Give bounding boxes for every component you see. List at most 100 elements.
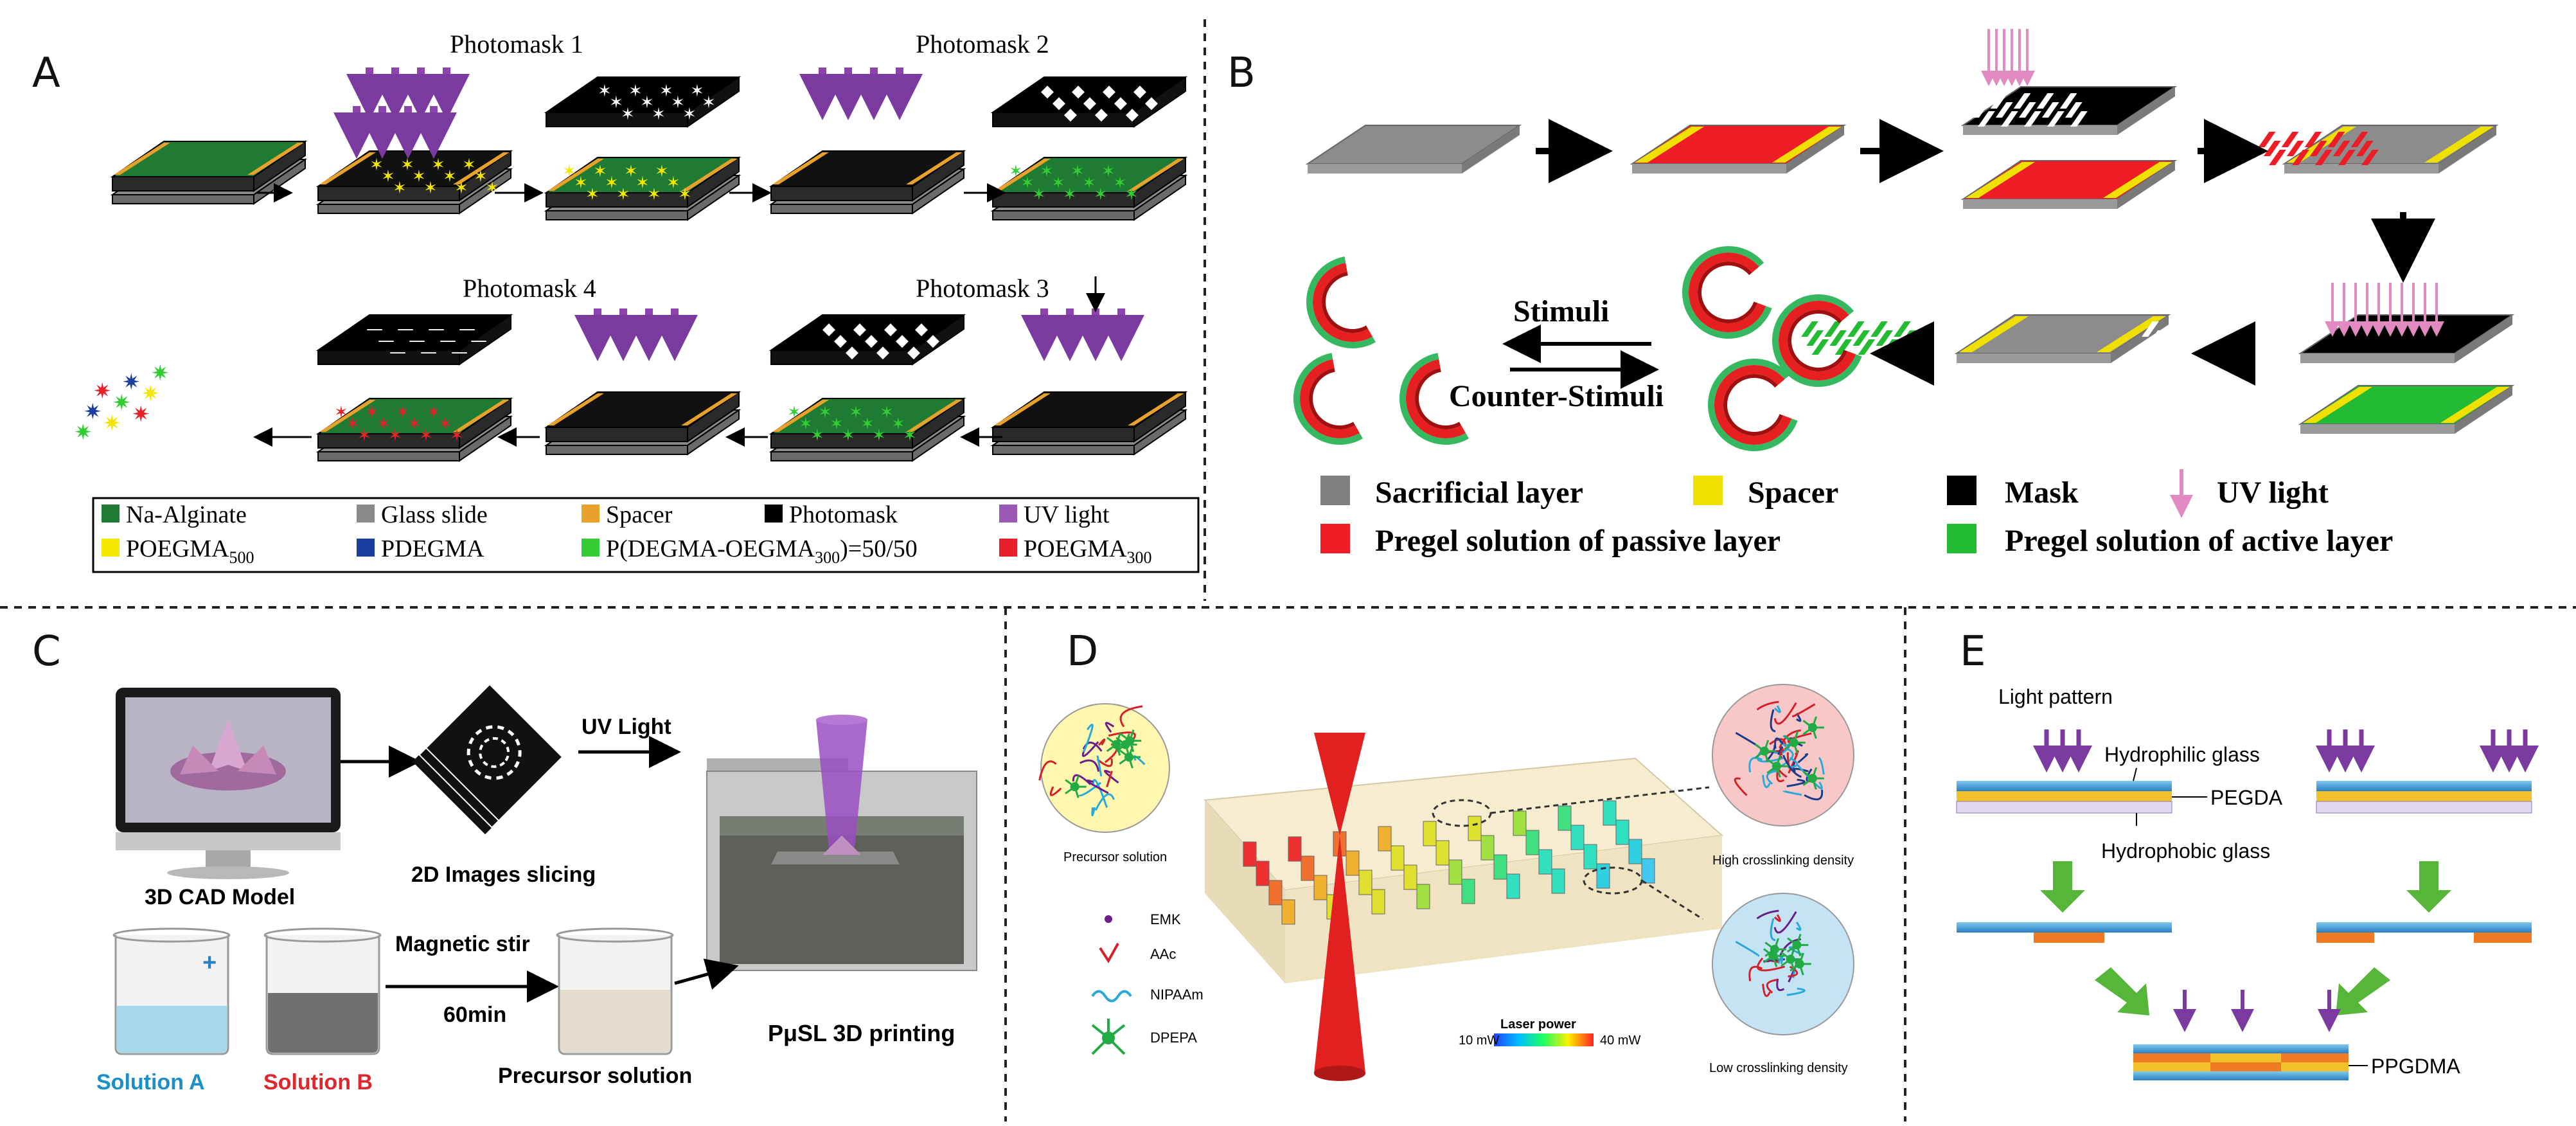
curl-open-1 [1306, 256, 1376, 348]
dpepa-symbol [1091, 1019, 1126, 1055]
svg-text:✶: ✶ [574, 174, 588, 193]
glass-stack-left [1956, 781, 2172, 814]
svg-text:✶: ✶ [412, 167, 426, 186]
svg-text:✶: ✶ [702, 93, 716, 112]
svg-text:✶: ✶ [381, 167, 395, 186]
photomask-3-label: Photomask 3 [916, 274, 1049, 303]
svg-text:✶: ✶ [400, 156, 414, 175]
svg-text:✶: ✶ [388, 426, 402, 445]
slide-a1-gel [110, 140, 308, 192]
svg-text:✷: ✷ [112, 390, 131, 416]
legend-uv-light-b: UV light [2217, 476, 2329, 510]
svg-text:✶: ✶ [616, 185, 630, 204]
svg-text:◆: ◆ [907, 343, 920, 362]
b-passive-exposure [1960, 160, 2178, 209]
panel-b: B Stimuli Counter-Stimuli Sacrificial la… [1227, 29, 2515, 558]
printer-icon [706, 715, 977, 971]
svg-text:✶: ✶ [1082, 174, 1096, 193]
final-light-arrows [2173, 990, 2341, 1032]
hydrogel-pillar [1628, 839, 1642, 864]
hydrogel-pillar [1403, 864, 1417, 890]
light-pattern-label: Light pattern [1998, 685, 2113, 708]
svg-text:✶: ✶ [818, 403, 832, 422]
svg-text:—: — [451, 343, 468, 362]
svg-text:◆: ◆ [1041, 82, 1054, 101]
hydrophobic-glass-label: Hydrophobic glass [2101, 839, 2270, 862]
panel-a-slides: ✶✶✶✶✶✶✶✶✶✶✶✶✶✶✶✶✶✶✶✶✶✶✶✶✶✶✶✶✶✶✶✶✶✶✶✶◆◆◆◆… [110, 67, 1188, 462]
svg-text:✶: ✶ [443, 167, 457, 186]
b-mask-1 [1960, 86, 2178, 135]
panel-a-arrows [253, 183, 1105, 447]
svg-text:✷: ✷ [74, 420, 93, 445]
precursor-circle [1038, 703, 1170, 833]
hydrogel-pillar [1513, 810, 1527, 836]
legend-aac: AAc [1150, 946, 1176, 962]
svg-text:◆: ◆ [876, 343, 889, 362]
mask-a4-dashes: ———————————— [366, 319, 499, 362]
pegda-label: PEGDA [2210, 786, 2283, 809]
svg-text:◆: ◆ [822, 319, 835, 339]
hydrogel-pillar [1378, 826, 1392, 852]
legend-swatch-photomask [765, 505, 783, 523]
svg-text:✶: ✶ [474, 167, 488, 186]
svg-text:✶: ✶ [621, 105, 635, 124]
svg-text:◆: ◆ [1083, 93, 1096, 112]
svg-text:✶: ✶ [872, 426, 886, 445]
panel-b-legend: Sacrificial layer Spacer Mask UV light P… [1320, 469, 2393, 558]
mask-a1 [544, 76, 742, 128]
curl-open-3 [1399, 353, 1469, 445]
ppgdma-pattern-right-a [2316, 933, 2374, 943]
svg-text:—: — [459, 319, 475, 339]
green-arrow-right [2406, 861, 2451, 913]
green-diagonal-arrows [2095, 967, 2390, 1015]
svg-text:✶: ✶ [562, 162, 576, 181]
svg-text:✶: ✶ [423, 179, 438, 198]
svg-text:✶: ✶ [659, 82, 673, 101]
hydrogel-pillar [1435, 840, 1450, 866]
pusl-printing-label: PμSL 3D printing [768, 1020, 955, 1046]
svg-text:◆: ◆ [1157, 105, 1169, 124]
light-arrows [2033, 729, 2539, 773]
svg-text:✶: ✶ [365, 403, 379, 422]
svg-text:✶: ✶ [1070, 162, 1085, 181]
panel-d-letter: D [1067, 628, 1098, 675]
slide-a5-gel [990, 156, 1188, 208]
hydrogel-pillar [1596, 863, 1610, 889]
svg-text:✶: ✶ [454, 179, 468, 198]
panel-a-final-pattern: ✷✷✷✷✷✷✷✷✷ [74, 361, 170, 445]
svg-text:✶: ✶ [624, 162, 638, 181]
svg-text:✶: ✶ [1051, 174, 1065, 193]
svg-text:✶: ✶ [678, 185, 692, 204]
uv-arrows-a3 [1021, 308, 1144, 361]
svg-text:✷: ✷ [141, 381, 160, 407]
slide-a4-gel [768, 150, 966, 202]
laser-power-title: Laser power [1500, 1017, 1576, 1032]
panel-a: A ✶✶✶✶✶✶✶✶✶✶✶✶✶✶✶✶✶✶✶✶✶✶✶✶✶✶✶✶✶✶✶✶✶✶✶✶◆◆… [32, 30, 1200, 573]
slide-a7-gel [768, 397, 966, 449]
svg-text:✶: ✶ [903, 426, 917, 445]
svg-text:✶: ✶ [1040, 162, 1054, 181]
mask-a3-dots: ◆◆◆◆◆◆◆◆◆◆◆◆ [822, 319, 951, 362]
ppgdma-pattern-left [2034, 933, 2104, 943]
solution-a-label: Solution A [96, 1070, 205, 1095]
legend-active-layer: Pregel solution of active layer [2005, 524, 2393, 558]
hydrogel-pillar [1313, 875, 1328, 900]
glass-stack-right [2316, 781, 2532, 814]
svg-text:◆: ◆ [1103, 82, 1115, 101]
hydrogel-pillar [1423, 821, 1437, 846]
hydrogel-pillar [1468, 816, 1482, 841]
b-passive-pregel [1630, 125, 1847, 174]
b-green-strips [1801, 321, 1922, 355]
legend-nipaam: NIPAAm [1150, 987, 1204, 1003]
hydrogel-pillar [1358, 870, 1372, 895]
photomask-4-label: Photomask 4 [463, 274, 596, 303]
magnetic-stir-label: Magnetic stir [395, 932, 530, 956]
slide-a2-stars: ✶✶✶✶✶✶✶✶✶✶✶✶ [369, 156, 499, 198]
hydrogel-pillar [1615, 819, 1630, 845]
svg-text:✶: ✶ [1101, 162, 1115, 181]
legend-spacer-b: Spacer [1748, 476, 1838, 510]
b-uv-arrows-1 [1981, 29, 2035, 86]
slide-a7-marks: ✶✶✶✶✶✶✶✶✶✶✶✶ [787, 403, 917, 445]
svg-text:✶: ✶ [431, 156, 445, 175]
svg-text:◆: ◆ [938, 343, 951, 362]
